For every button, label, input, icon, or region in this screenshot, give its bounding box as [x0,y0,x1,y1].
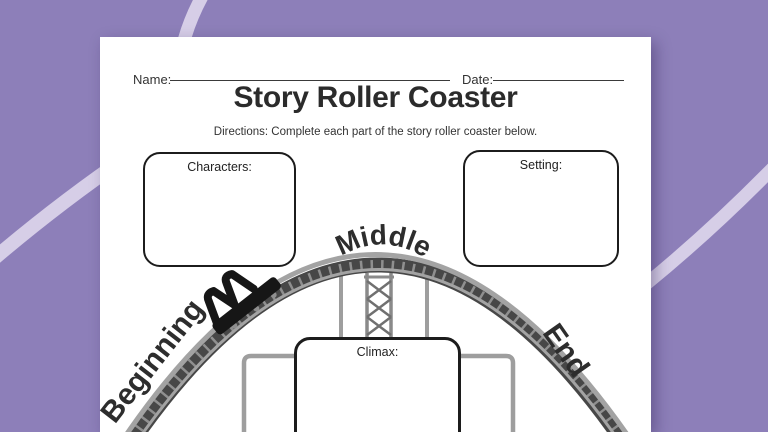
characters-box[interactable]: Characters: [143,152,296,267]
setting-box[interactable]: Setting: [463,150,619,267]
worksheet-title: Story Roller Coaster [233,81,518,114]
date-label: Date: [462,72,494,87]
characters-label: Characters: [187,160,252,174]
climax-box[interactable]: Climax: [294,337,461,432]
setting-label: Setting: [519,158,563,172]
name-label: Name: [133,72,172,87]
climax-label: Climax: [356,345,399,359]
worksheet-page: Name: Date: Story Roller Coaster Directi… [100,37,651,432]
directions-text: Directions: Complete each part of the st… [213,126,538,138]
bg-swoosh-right [640,163,768,291]
date-line[interactable] [493,67,624,81]
name-line[interactable] [170,67,450,81]
